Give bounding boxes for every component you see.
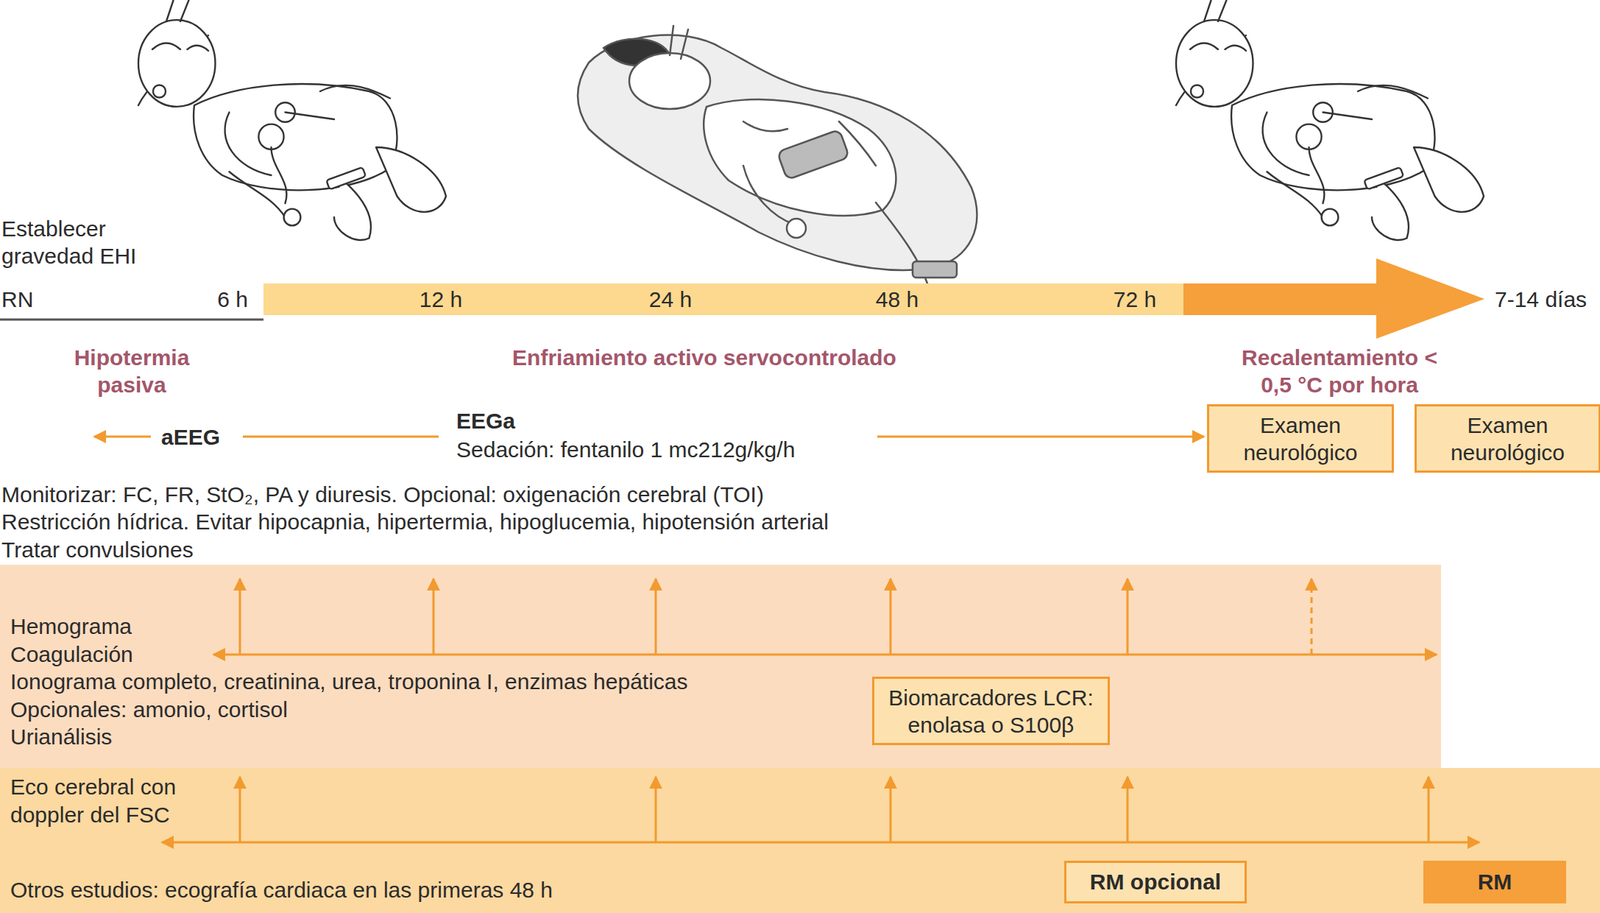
- label-text: Tratar convulsiones: [1, 535, 194, 564]
- label-text: Monitorizar: FC, FR, StO₂, PA y diuresis…: [1, 480, 764, 508]
- label-text: Recalentamiento < 0,5 °C por hora: [1232, 343, 1447, 399]
- label-text: 6 h: [217, 285, 249, 313]
- info-box: Examen neurológico: [1414, 404, 1600, 473]
- label-text: Restricción hídrica. Evitar hipocapnia, …: [1, 507, 829, 536]
- band-text: Opcionales: amonio, cortisol: [10, 695, 1442, 724]
- label-text: 12 h: [419, 285, 463, 313]
- study-band: HemogramaCoagulaciónIonograma completo, …: [0, 564, 1442, 768]
- band-text: Ionograma completo, creatinina, urea, tr…: [10, 667, 1442, 696]
- label-text: 7-14 días: [1494, 285, 1587, 313]
- study-band: Eco cerebral con doppler del FSC Otros es…: [0, 767, 1600, 913]
- box-text: Examen neurológico: [1216, 411, 1385, 466]
- label-text: Hipotermia pasiva: [54, 343, 210, 399]
- label-text: Sedación: fentanilo 1 mc212g/kg/h: [456, 435, 795, 463]
- band-text: Eco cerebral con doppler del FSC: [10, 772, 232, 828]
- info-box: RM opcional: [1064, 860, 1247, 904]
- band-text: Urianálisis: [10, 722, 1442, 751]
- label-text: aEEG: [161, 423, 221, 451]
- label-text: 72 h: [1113, 285, 1157, 313]
- info-box: Examen neurológico: [1206, 404, 1394, 473]
- box-text: Biomarcadores LCR: enolasa o S100β: [881, 683, 1101, 739]
- band-text: Coagulación: [10, 640, 1442, 669]
- info-box: Biomarcadores LCR: enolasa o S100β: [872, 676, 1110, 745]
- label-text: Enfriamiento activo servocontrolado: [512, 343, 897, 371]
- label-text: 24 h: [649, 285, 692, 313]
- band-text: Otros estudios: ecografía cardiaca en la…: [10, 875, 553, 904]
- label-text: 48 h: [875, 285, 919, 313]
- box-text: RM opcional: [1089, 867, 1221, 896]
- box-text: Examen neurológico: [1424, 411, 1592, 466]
- info-box: RM: [1423, 860, 1567, 904]
- label-text: EEGa: [456, 406, 516, 435]
- band-text: Hemograma: [10, 612, 1442, 641]
- box-text: RM: [1477, 867, 1513, 896]
- label-text: RN: [1, 285, 34, 313]
- label-text: Establecer gravedad EHI: [1, 214, 175, 270]
